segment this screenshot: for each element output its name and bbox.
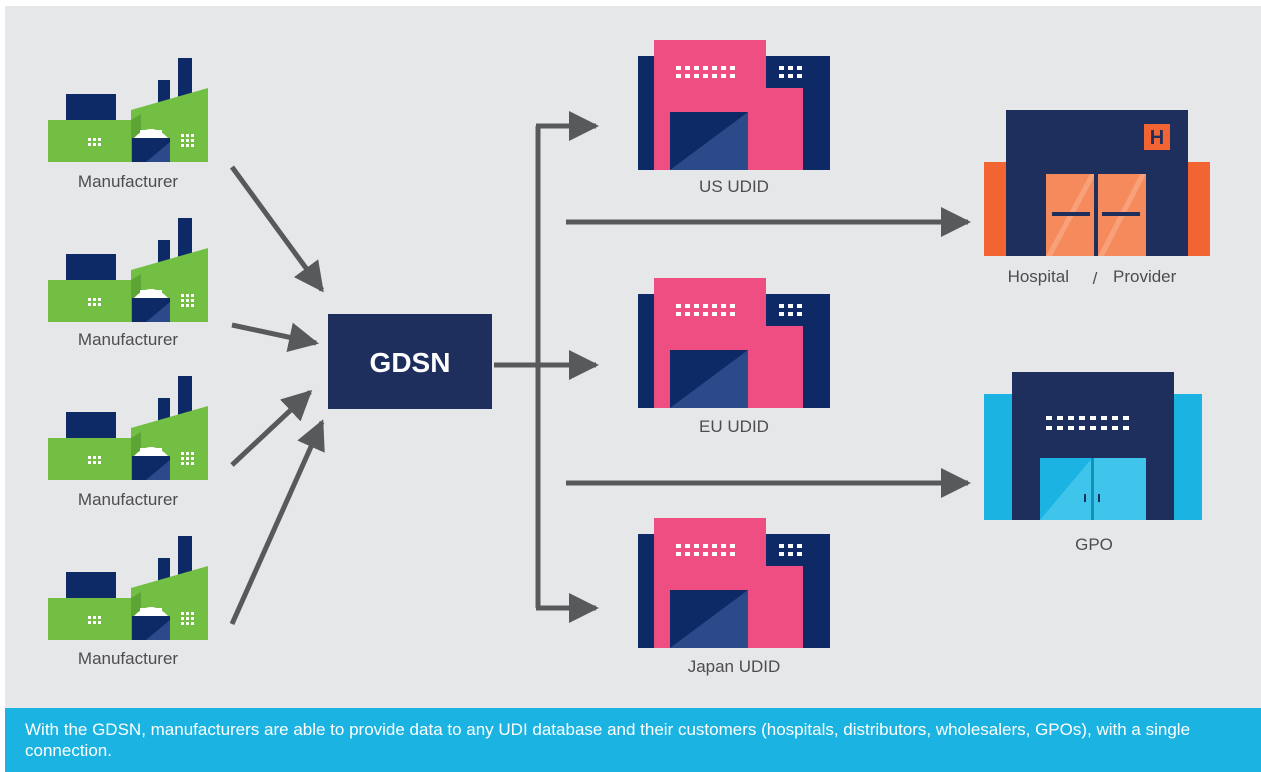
manufacturer-label: Manufacturer <box>78 172 178 191</box>
manufacturer-1: Manufacturer <box>48 58 208 191</box>
gpo: GPO <box>984 372 1202 554</box>
manufacturer-label: Manufacturer <box>78 649 178 668</box>
arrow-mfr2-to-gdsn <box>231 322 319 353</box>
gdsn-label: GDSN <box>370 347 451 378</box>
manufacturer-3: Manufacturer <box>48 376 208 509</box>
database-building-icon <box>638 518 830 648</box>
arrow-mfr1-to-gdsn <box>229 165 325 293</box>
hospital-sign-letter: H <box>1150 127 1164 149</box>
eu-udid: EU UDID <box>638 278 830 436</box>
arrow-mfr4-to-gdsn <box>229 419 325 626</box>
inbound-arrows <box>229 165 325 626</box>
outbound-arrows <box>494 111 971 623</box>
hospital-building-icon <box>984 110 1210 256</box>
manufacturer-4: Manufacturer <box>48 536 208 668</box>
factory-icon <box>48 536 208 640</box>
database-building-icon <box>638 40 830 170</box>
database-label: US UDID <box>699 177 769 196</box>
japan-udid: Japan UDID <box>638 518 830 676</box>
gdsn-box <box>328 314 492 409</box>
hospital-sign <box>1144 124 1170 150</box>
arrow-mfr3-to-gdsn <box>230 389 313 467</box>
us-udid: US UDID <box>638 40 830 196</box>
database-label: Japan UDID <box>688 657 781 676</box>
manufacturer-label: Manufacturer <box>78 490 178 509</box>
hospital-label-separator: / <box>1093 269 1098 288</box>
hospital-label: Hospital <box>1008 267 1069 286</box>
gdsn-hub: GDSN <box>328 314 492 409</box>
factory-icon <box>48 218 208 322</box>
factory-icon <box>48 58 208 162</box>
database-building-icon <box>638 278 830 408</box>
gpo-label: GPO <box>1075 535 1113 554</box>
gpo-building-icon <box>984 372 1202 520</box>
manufacturer-2: Manufacturer <box>48 218 208 349</box>
database-label: EU UDID <box>699 417 769 436</box>
caption-bar: With the GDSN, manufacturers are able to… <box>5 708 1261 772</box>
provider-label: Provider <box>1113 267 1177 286</box>
factory-icon <box>48 376 208 480</box>
hospital-provider: H Hospital / Provider <box>984 110 1210 288</box>
manufacturer-label: Manufacturer <box>78 330 178 349</box>
